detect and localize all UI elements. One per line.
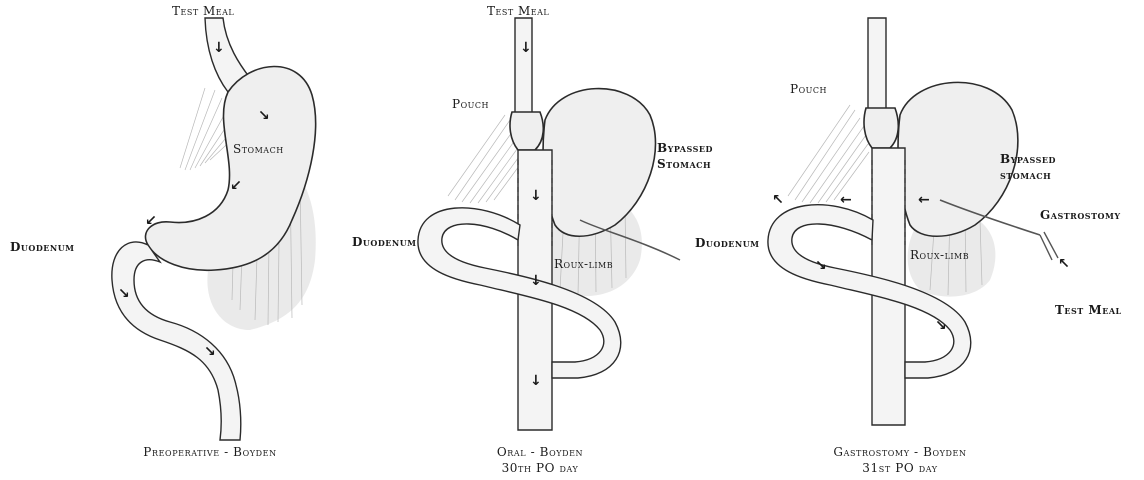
bypassed-stomach-2 <box>543 89 655 237</box>
label-roux-limb-3: Roux-limb <box>910 248 969 262</box>
caption-gastrostomy: Gastrostomy - Boyden 31st PO day <box>780 444 1020 476</box>
label-test-meal-3: Test Meal <box>1055 303 1122 317</box>
caption-preoperative-line1: Preoperative - Boyden <box>105 444 315 460</box>
label-bypassed-3a: Bypassed <box>1000 152 1056 166</box>
gastrostomy-tube-end-3 <box>1040 232 1058 260</box>
flow-arrow-1c: ↙ <box>230 178 242 194</box>
label-test-meal-1: Test Meal <box>172 4 234 18</box>
flow-arrow-3b: ← <box>918 192 930 208</box>
flow-arrow-1e: ↘ <box>118 286 130 302</box>
label-test-meal-2: Test Meal <box>487 4 549 18</box>
caption-gastrostomy-line1: Gastrostomy - Boyden <box>780 444 1020 460</box>
flow-arrow-3d: ↘ <box>815 258 827 274</box>
label-stomach-1: Stomach <box>233 142 284 156</box>
label-bypassed-2a: Bypassed <box>657 141 713 155</box>
panel-preoperative: ↓ ↘ ↙ ↙ ↘ ↘ <box>112 18 316 440</box>
flow-arrow-2d: ↓ <box>530 373 542 389</box>
flow-arrow-2c: ↓ <box>530 273 542 289</box>
esophagus-2 <box>515 18 532 115</box>
caption-oral-line1: Oral - Boyden <box>440 444 640 460</box>
label-duodenum-3: Duodenum <box>695 236 760 250</box>
flow-arrow-3a: ← <box>840 192 852 208</box>
label-gastrostomy-3: Gastrostomy <box>1040 208 1121 222</box>
flow-arrow-1b: ↘ <box>258 108 270 124</box>
flow-arrow-1a: ↓ <box>213 40 225 56</box>
label-duodenum-2: Duodenum <box>352 235 417 249</box>
label-duodenum-1: Duodenum <box>10 240 75 254</box>
caption-gastrostomy-line2: 31st PO day <box>780 460 1020 476</box>
flow-arrow-2a: ↓ <box>520 40 532 56</box>
omentum-fan-3 <box>788 105 869 203</box>
panel-oral: ↓ ↓ ↓ ↓ <box>418 18 680 430</box>
label-bypassed-2b: Stomach <box>657 157 711 171</box>
caption-oral-line2: 30th PO day <box>440 460 640 476</box>
caption-oral: Oral - Boyden 30th PO day <box>440 444 640 476</box>
label-roux-limb-2: Roux-limb <box>554 257 613 271</box>
flow-arrow-2b: ↓ <box>530 188 542 204</box>
flow-arrow-1d: ↙ <box>145 213 157 229</box>
pouch-2 <box>510 112 543 150</box>
panel-gastrostomy: ← ← ↖ ↘ ↘ ↖ <box>768 18 1070 425</box>
flow-arrow-3e: ↘ <box>935 318 947 334</box>
caption-preoperative: Preoperative - Boyden <box>105 444 315 460</box>
label-pouch-2: Pouch <box>452 97 489 111</box>
flow-arrow-1f: ↘ <box>204 344 216 360</box>
label-bypassed-3b: stomach <box>1000 168 1051 182</box>
flow-arrow-3f: ↖ <box>1058 256 1070 272</box>
pouch-3 <box>864 108 898 148</box>
label-pouch-3: Pouch <box>790 82 827 96</box>
esophagus-3 <box>868 18 886 110</box>
flow-arrow-3c: ↖ <box>772 192 784 208</box>
